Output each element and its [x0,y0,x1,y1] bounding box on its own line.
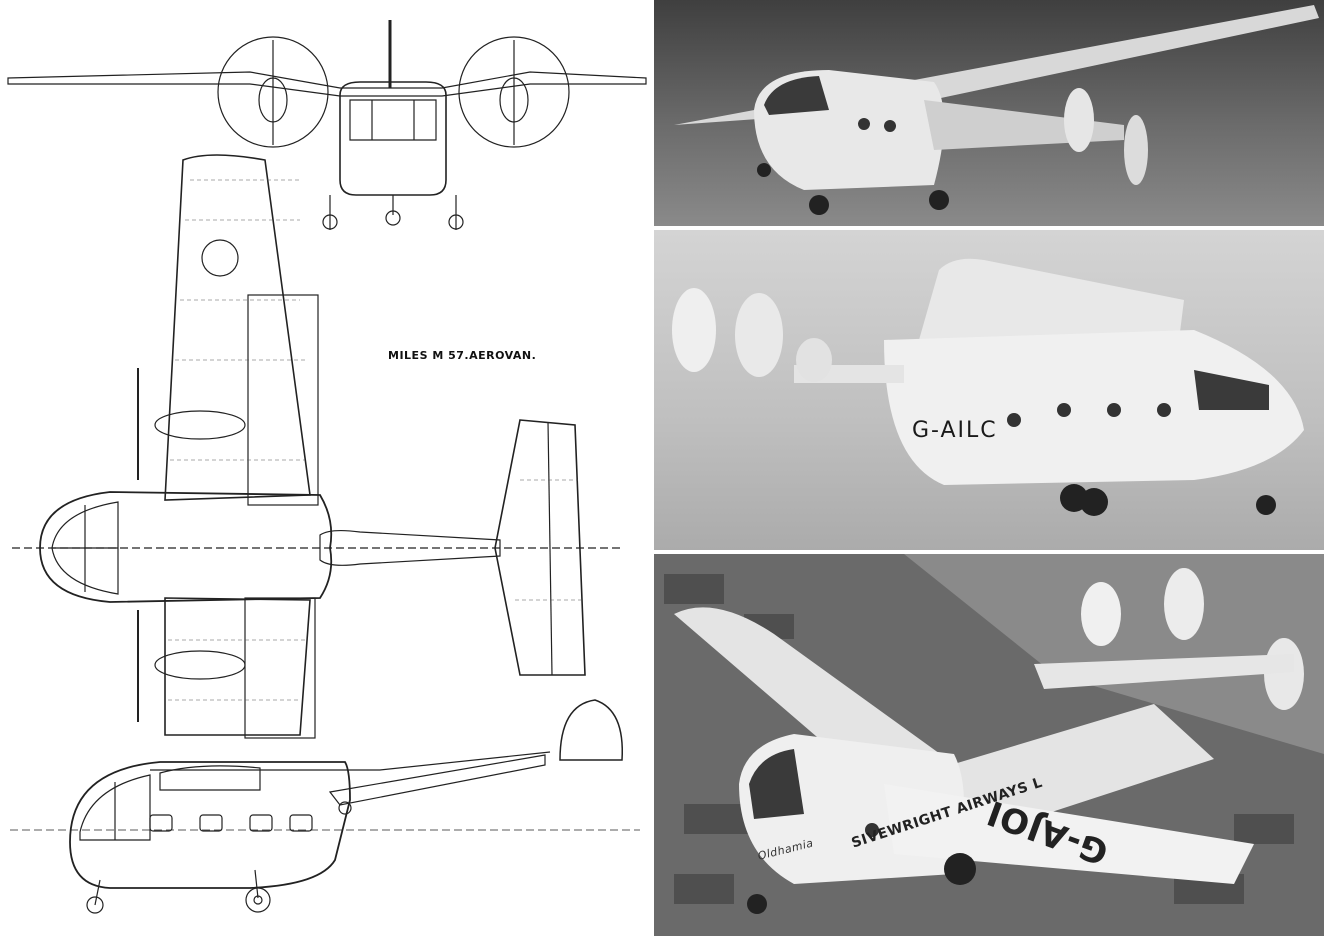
registration-middle: G-AILC [912,418,998,443]
drawing-title: MILES M 57.AEROVAN. [388,349,537,362]
photo-bottom-svg [654,554,1324,936]
three-view-drawing: MILES M 57.AEROVAN. [0,0,648,936]
plan-view [12,154,620,739]
photo-top-svg [674,5,1319,215]
drawing-svg [7,20,647,914]
side-view [10,699,640,914]
photo-aircraft-over-town [654,554,1324,936]
photo-middle-svg [672,258,1304,516]
photo-aircraft-front-quarter [654,0,1324,226]
front-view [7,20,647,230]
photo-aircraft-side: G-AILC [654,230,1324,550]
